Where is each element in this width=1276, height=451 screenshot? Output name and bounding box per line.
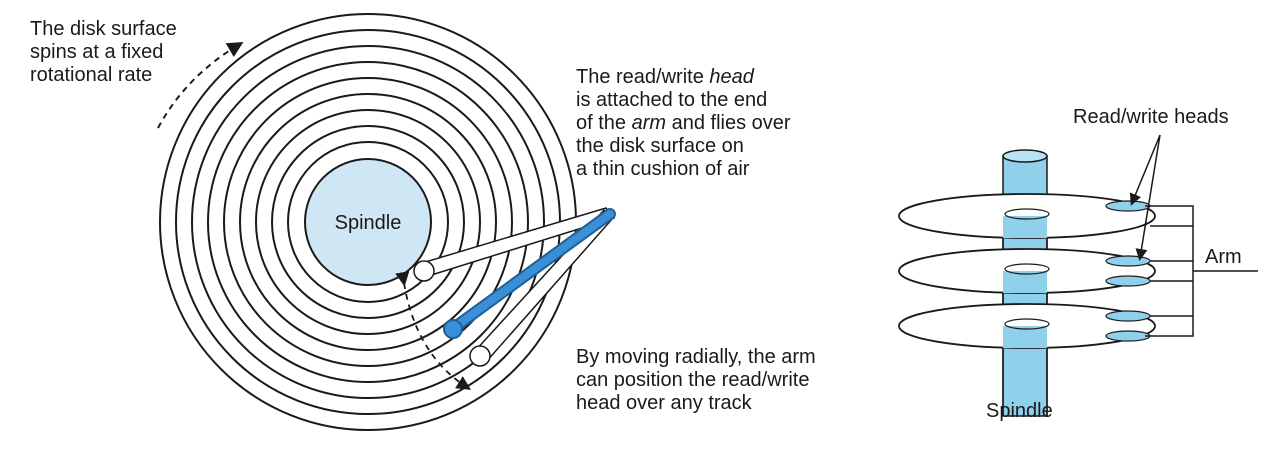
track-ring (207, 61, 529, 383)
move-note: By moving radially, the arm can position… (576, 346, 816, 414)
radial-move-arrow (395, 271, 472, 390)
track-ring (271, 125, 465, 319)
spindle-label: Spindle (335, 212, 402, 234)
platter-stack-side-view (898, 134, 1258, 417)
spindle-label-side: Spindle (986, 400, 1053, 422)
head-note: The read/write head is attached to the e… (576, 66, 791, 180)
track-ring (287, 141, 449, 303)
track-ring (223, 77, 513, 367)
heads-pointer (1129, 134, 1161, 206)
arm-ghost-head (413, 260, 435, 282)
head-bottom (1105, 330, 1151, 342)
spin-note: The disk surface spins at a fixed rotati… (30, 18, 177, 86)
heads-title: Read/write heads (1073, 106, 1229, 128)
spindle-hub (304, 158, 432, 286)
heads-pointer (1135, 134, 1161, 261)
head-top (1105, 255, 1151, 267)
arm-assembly (1145, 205, 1258, 337)
track-ring (191, 45, 545, 399)
track-ring (239, 93, 497, 351)
spindle-cylinder-top (1002, 149, 1048, 163)
track-ring (255, 109, 481, 335)
platter-top-view: Spindle (159, 13, 577, 431)
rotation-arrow (157, 41, 244, 129)
head-top (1105, 200, 1151, 212)
arm-label: Arm (1205, 246, 1242, 268)
arm-ghost-head (469, 345, 491, 367)
read-write-head (443, 319, 463, 339)
head-bottom (1105, 275, 1151, 287)
head-top (1105, 310, 1151, 322)
